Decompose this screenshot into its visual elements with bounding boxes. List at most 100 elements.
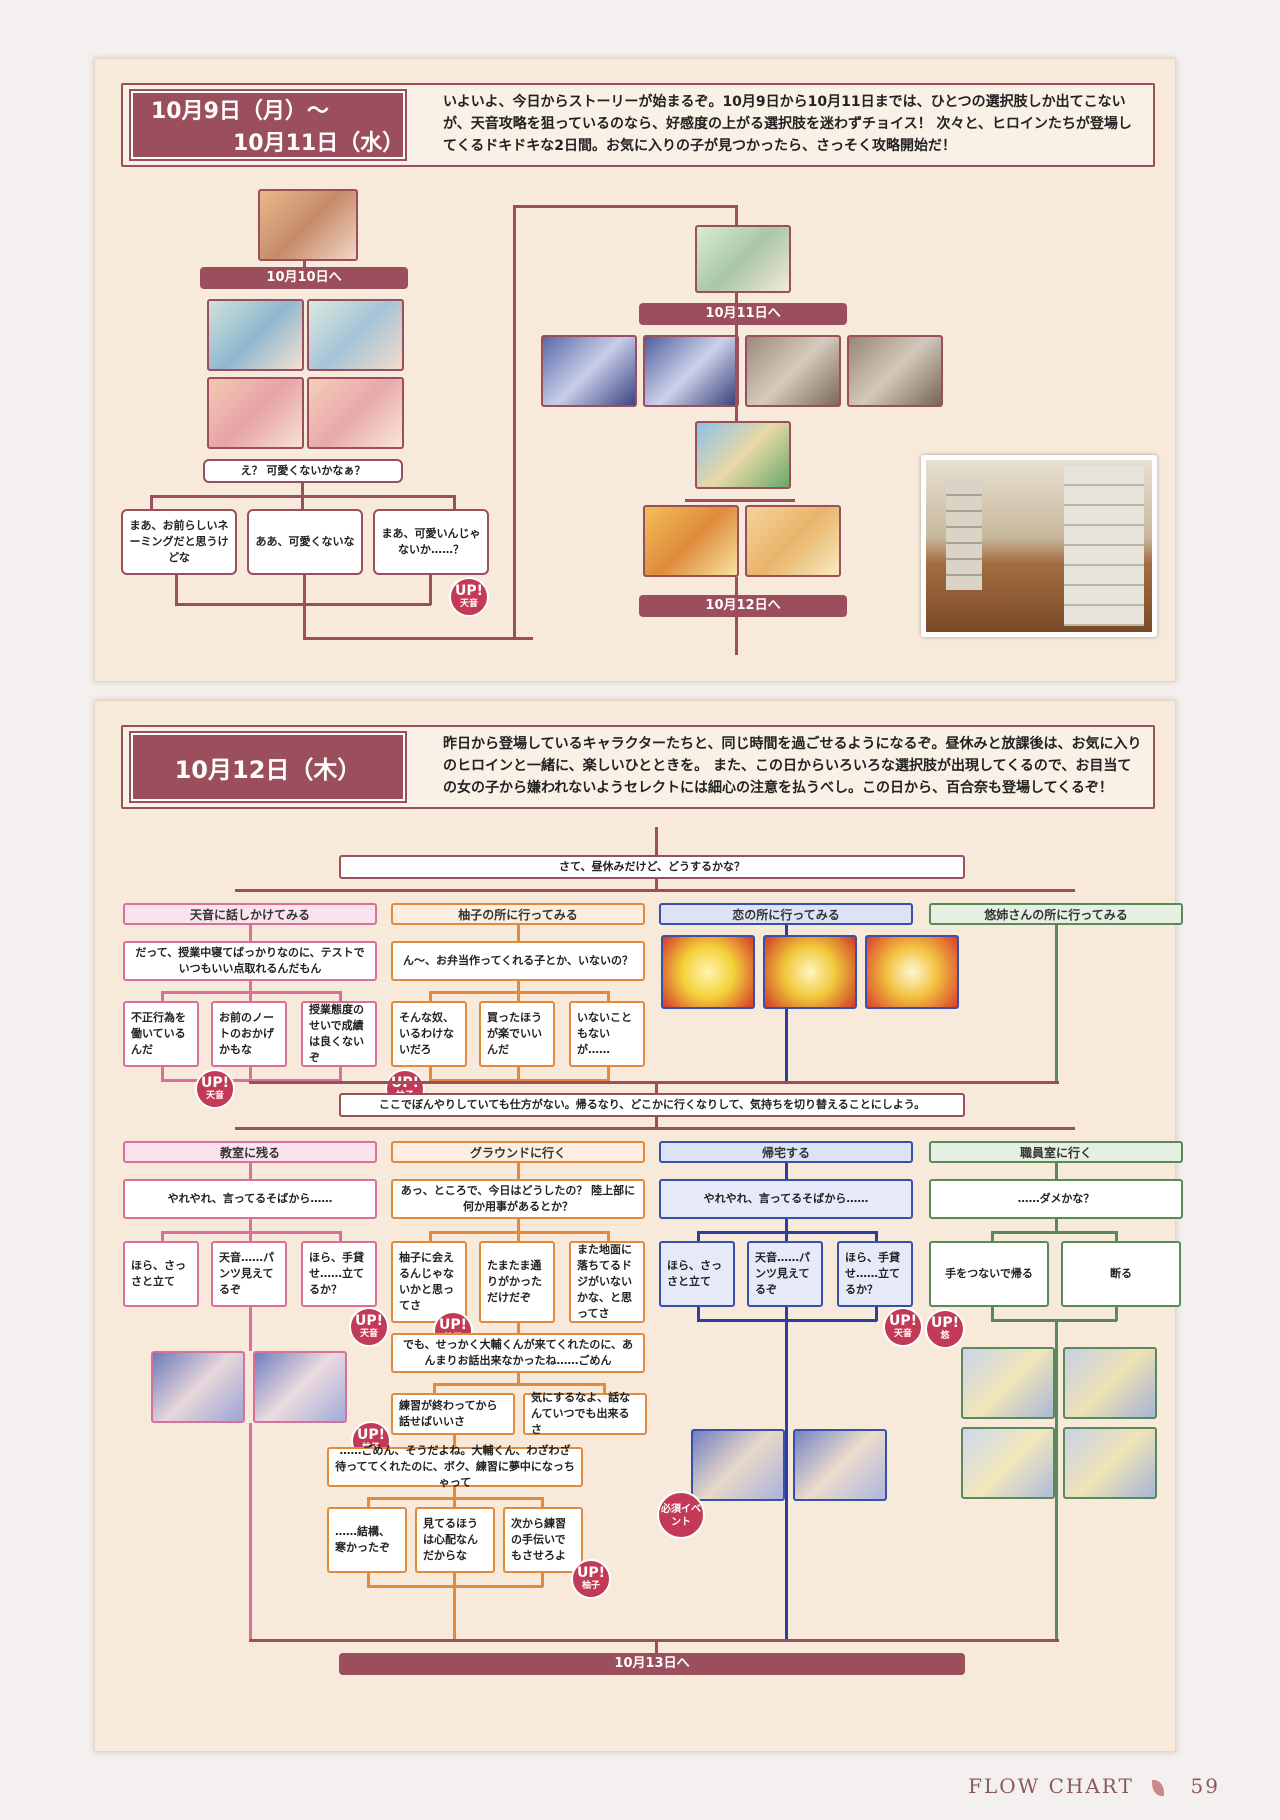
scene-thumbnail xyxy=(745,335,841,407)
connector xyxy=(785,1163,788,1179)
to-oct12-label: 10月12日へ xyxy=(639,595,847,617)
connector xyxy=(655,879,658,891)
section-header: 10月9日（月）〜 10月11日（水） いよいよ、今日からストーリーが始まるぞ。… xyxy=(121,83,1155,167)
connector xyxy=(161,991,164,1003)
home-choice[interactable]: ほら、手貸せ……立てるか？ xyxy=(837,1241,913,1307)
amane-choice[interactable]: 不正行為を働いているんだ xyxy=(123,1001,199,1067)
lunch-option-yuzu[interactable]: 柚子の所に行ってみる xyxy=(391,903,645,925)
connector xyxy=(367,1573,370,1587)
connector xyxy=(301,483,304,497)
connector xyxy=(991,1231,994,1243)
connector xyxy=(513,205,736,208)
scene-thumbnail xyxy=(961,1427,1055,1499)
lunch-option-ren[interactable]: 恋の所に行ってみる xyxy=(659,903,913,925)
ground-choice3[interactable]: 次から練習の手伝いでもさせろよ xyxy=(503,1507,583,1573)
date-label: 10月9日（月）〜 10月11日（水） xyxy=(129,89,407,161)
connector xyxy=(249,1639,1059,1642)
scene-thumbnail xyxy=(1063,1427,1157,1499)
connector xyxy=(367,1497,370,1509)
connector xyxy=(429,991,432,1003)
choice-box[interactable]: ああ、可愛くないな xyxy=(247,509,363,575)
amane-choice[interactable]: 授業態度のせいで成績は良くないぞ xyxy=(301,1001,377,1067)
connector xyxy=(249,1307,252,1351)
scene-thumbnail xyxy=(961,1347,1055,1419)
scene-thumbnail xyxy=(793,1429,887,1501)
amane-choice[interactable]: お前のノートのおかげかもな xyxy=(211,1001,287,1067)
connector xyxy=(249,1231,252,1243)
up-badge-character: 天音 xyxy=(359,1329,378,1339)
intro-text: 昨日から登場しているキャラクターたちと、同じ時間を過ごせるようになるぞ。昼休みと… xyxy=(443,736,1142,796)
ground-choice[interactable]: また地面に落ちてるドジがいないかな、と思ってさ xyxy=(569,1241,645,1323)
question-box: え？ 可愛くないかなぁ？ xyxy=(203,459,403,483)
ground-choice[interactable]: たまたま通りがかっただけだぞ xyxy=(479,1241,555,1323)
connector xyxy=(517,1323,520,1333)
connector xyxy=(175,575,178,605)
connector xyxy=(685,499,795,502)
afternoon-question: ここでぼんやりしていても仕方がない。帰るなり、どこかに行くなりして、気持ちを切り… xyxy=(339,1093,965,1117)
ground-choice2[interactable]: 気にするなよ、話なんていつでも出来るさ xyxy=(523,1391,647,1436)
staff-choice[interactable]: 手をつないで帰る xyxy=(929,1241,1049,1307)
choice-box[interactable]: まあ、可愛いんじゃないか……？ xyxy=(373,509,489,575)
connector xyxy=(603,1383,606,1395)
classroom-line: やれやれ、言ってるそばから…… xyxy=(123,1179,377,1219)
ground-line2: でも、せっかく大輔くんが来てくれたのに、あんまりお話出来なかったね……ごめん xyxy=(391,1333,645,1373)
after-option-ground[interactable]: グラウンドに行く xyxy=(391,1141,645,1163)
scene-thumbnail xyxy=(745,505,841,577)
connector xyxy=(453,1585,456,1641)
after-option-home[interactable]: 帰宅する xyxy=(659,1141,913,1163)
to-oct11-label: 10月11日へ xyxy=(639,303,847,325)
connector xyxy=(301,495,304,509)
connector xyxy=(655,1639,658,1655)
after-option-classroom[interactable]: 教室に残る xyxy=(123,1141,377,1163)
to-oct13-label: 10月13日へ xyxy=(339,1653,965,1675)
home-choice[interactable]: ほら、さっさと立て xyxy=(659,1241,735,1307)
after-option-staffroom[interactable]: 職員室に行く xyxy=(929,1141,1183,1163)
up-badge-character: 天音 xyxy=(459,599,478,609)
home-line: やれやれ、言ってるそばから…… xyxy=(659,1179,913,1219)
ground-choice3[interactable]: ……結構、寒かったぞ xyxy=(327,1507,407,1573)
connector xyxy=(453,1497,456,1509)
classroom-choice[interactable]: 天音……パンツ見えてるぞ xyxy=(211,1241,287,1307)
connector xyxy=(991,1231,1117,1234)
up-badge: UP!天音 xyxy=(349,1307,389,1347)
scene-thumbnail xyxy=(695,421,791,489)
connector xyxy=(991,1307,994,1321)
classroom-choice[interactable]: ほら、手貸せ……立てるか？ xyxy=(301,1241,377,1307)
yuzu-choice[interactable]: 買ったほうが楽でいいんだ xyxy=(479,1001,555,1067)
staff-choice[interactable]: 断る xyxy=(1061,1241,1181,1307)
comic-panel xyxy=(661,935,755,1009)
connector xyxy=(249,1067,252,1081)
scene-thumbnail xyxy=(258,189,358,261)
home-choice[interactable]: 天音……パンツ見えてるぞ xyxy=(747,1241,823,1307)
connector xyxy=(303,603,306,639)
locker-shape xyxy=(1064,466,1144,626)
classroom-choice[interactable]: ほら、さっさと立て xyxy=(123,1241,199,1307)
connector xyxy=(161,1079,341,1082)
scene-thumbnail xyxy=(307,377,404,449)
lunch-option-yu[interactable]: 悠姉さんの所に行ってみる xyxy=(929,903,1183,925)
connector xyxy=(303,637,533,640)
panel-oct12: 10月12日（木） 昨日から登場しているキャラクターたちと、同じ時間を過ごせるよ… xyxy=(94,700,1183,1752)
yuzu-choice[interactable]: いないこともないが…… xyxy=(569,1001,645,1067)
up-badge: UP!天音 xyxy=(449,577,489,617)
connector xyxy=(607,1067,610,1081)
yuzu-choice[interactable]: そんな奴、いるわけないだろ xyxy=(391,1001,467,1067)
footer-title: FLOW CHART xyxy=(968,1774,1134,1798)
ground-choice2[interactable]: 練習が終わってから話せばいいさ xyxy=(391,1393,515,1435)
choice-box[interactable]: まあ、お前らしいネーミングだと思うけどな xyxy=(121,509,237,575)
ground-choice[interactable]: 柚子に会えるんじゃないかと思ってさ xyxy=(391,1241,467,1323)
connector xyxy=(429,1079,609,1082)
connector xyxy=(150,495,153,509)
connector xyxy=(735,205,738,227)
lunch-option-amane[interactable]: 天音に話しかけてみる xyxy=(123,903,377,925)
ground-choice3[interactable]: 見てるほうは心配なんだからな xyxy=(415,1507,495,1573)
scene-thumbnail xyxy=(691,1429,785,1501)
connector xyxy=(655,827,658,859)
ground-line3: ……ごめん、そうだよね。大輔くん、わざわざ待っててくれたのに、ボク、練習に夢中に… xyxy=(327,1444,583,1489)
intro-text: いよいよ、今日からストーリーが始まるぞ。10月9日から10月11日までは、ひとつ… xyxy=(443,94,1132,154)
page-number: 59 xyxy=(1190,1774,1220,1798)
connector xyxy=(249,925,252,941)
connector xyxy=(517,1163,520,1179)
section-header: 10月12日（木） 昨日から登場しているキャラクターたちと、同じ時間を過ごせるよ… xyxy=(121,725,1155,809)
connector xyxy=(875,1307,878,1321)
